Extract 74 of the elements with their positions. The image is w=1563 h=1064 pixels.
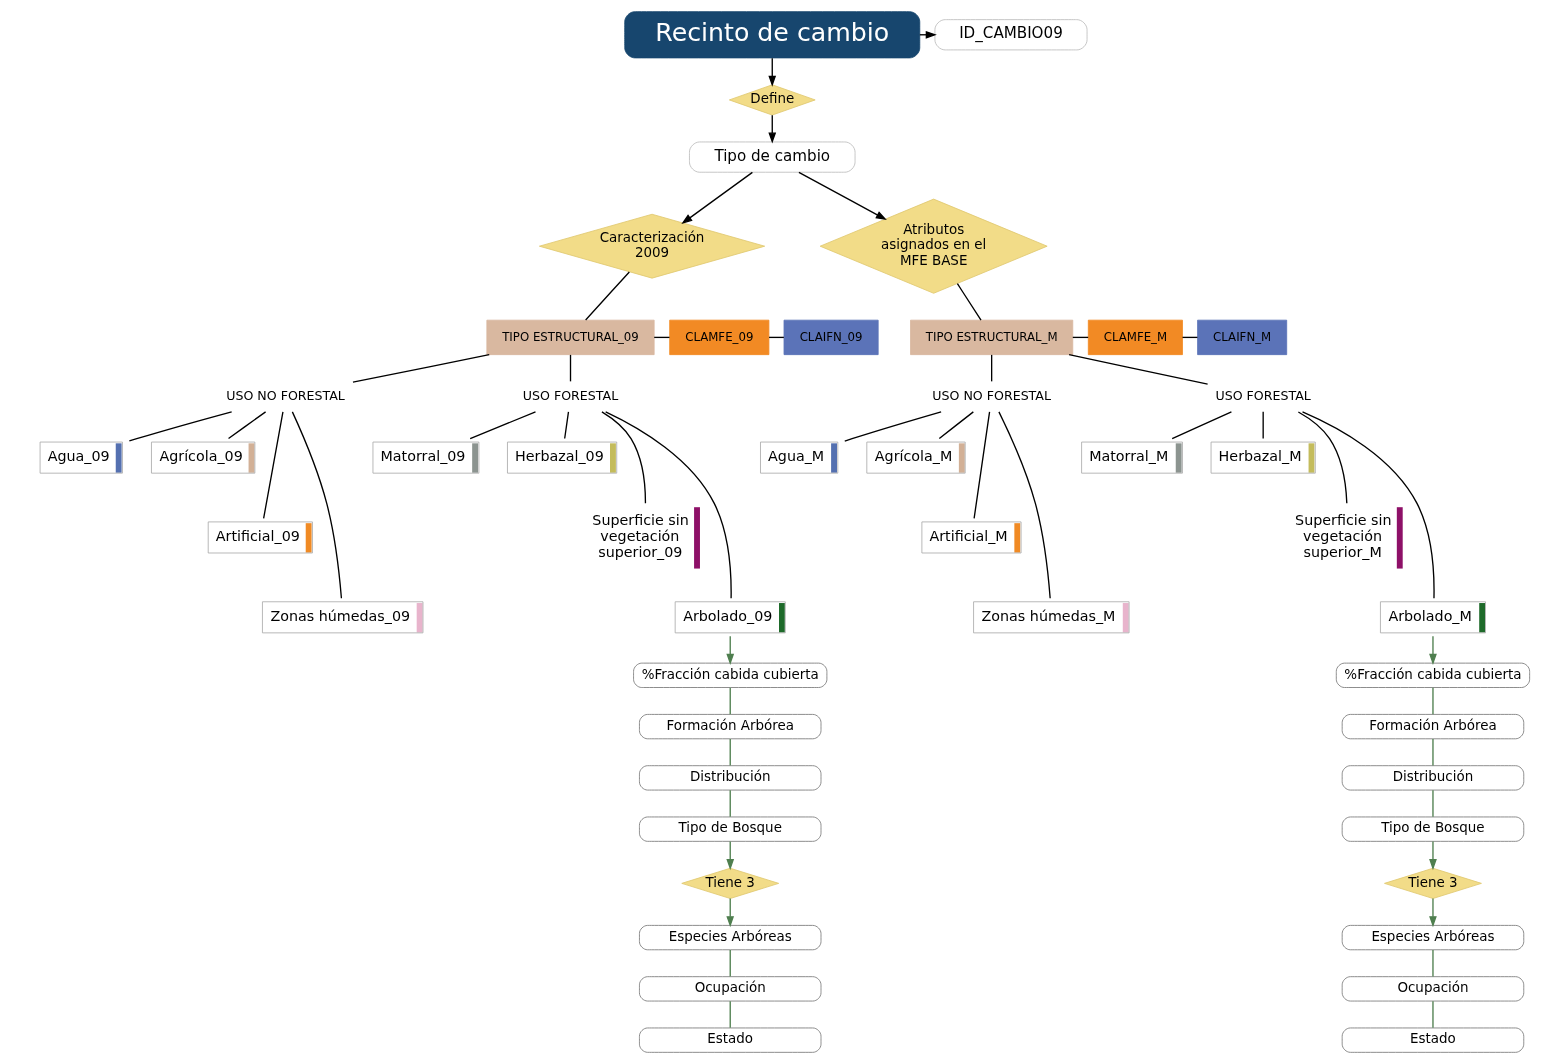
connector	[128, 411, 233, 442]
node-box: TIPO ESTRUCTURAL_M	[910, 319, 1074, 356]
connector	[973, 411, 991, 520]
node-box	[1396, 507, 1403, 569]
connector	[729, 687, 731, 715]
connector	[1432, 738, 1434, 767]
node-box: CLAMFE_M	[1087, 319, 1183, 356]
node-diamond: Tiene 3	[681, 867, 780, 899]
connector	[601, 411, 647, 504]
connector	[262, 411, 284, 520]
node-box	[694, 507, 700, 569]
connector	[844, 411, 942, 442]
connector	[998, 411, 1051, 599]
node-box: Distribución	[639, 765, 822, 791]
connector	[991, 354, 993, 383]
node-diamond: Define	[728, 84, 816, 116]
node-box: ID_CAMBIO09	[934, 19, 1088, 51]
node-box: TIPO ESTRUCTURAL_09	[486, 319, 655, 356]
node-box: Formación Arbórea	[1341, 714, 1525, 740]
connector	[569, 354, 572, 383]
connector	[469, 411, 537, 440]
connector	[1301, 411, 1435, 599]
connector	[1171, 411, 1233, 440]
arrow	[726, 897, 735, 928]
node-box: CLAIFN_09	[783, 319, 879, 356]
connector	[291, 411, 343, 599]
connector	[956, 283, 982, 321]
connector	[564, 411, 570, 440]
connector	[1297, 411, 1348, 504]
node-text: USO FORESTAL	[522, 387, 619, 403]
node-diamond: Atributos asignados en el MFE BASE	[819, 198, 1048, 294]
node-box: Estado	[639, 1027, 822, 1053]
node-text: USO NO FORESTAL	[226, 387, 345, 403]
node-box: Tipo de Bosque	[639, 816, 822, 842]
node-box: Especies Arbóreas	[639, 925, 822, 951]
connector	[729, 738, 731, 767]
connector	[1432, 789, 1434, 818]
node-box: Tipo de cambio	[689, 141, 856, 173]
connector	[729, 949, 731, 978]
node-box: CLAIFN_M	[1197, 319, 1288, 356]
node-label: Superficie sin vegetación superior_09	[592, 512, 689, 561]
arrow	[681, 171, 754, 225]
node-box: Ocupación	[1341, 976, 1525, 1002]
node-box: Ocupación	[639, 976, 822, 1002]
arrow	[798, 171, 887, 221]
connector	[1432, 687, 1434, 715]
node-box: Estado	[1341, 1027, 1525, 1053]
connector	[938, 411, 974, 440]
node-box: CLAMFE_09	[669, 319, 770, 356]
connector	[605, 411, 732, 599]
connector	[227, 411, 267, 440]
node-box: Distribución	[1341, 765, 1525, 791]
arrow	[726, 840, 735, 871]
node-label: Superficie sin vegetación superior_M	[1295, 512, 1392, 561]
node-diamond: Tiene 3	[1384, 867, 1482, 899]
connector	[352, 354, 490, 383]
arrow	[1429, 635, 1437, 665]
node-box: Recinto de cambio	[624, 11, 921, 59]
connector	[1068, 354, 1209, 385]
node-text: USO NO FORESTAL	[932, 387, 1051, 403]
connector	[1262, 411, 1264, 440]
arrow	[1429, 840, 1437, 871]
node-box: Tipo de Bosque	[1341, 816, 1525, 842]
arrow	[1429, 897, 1437, 928]
node-box: Especies Arbóreas	[1341, 925, 1525, 951]
node-box: Formación Arbórea	[639, 714, 822, 740]
node-text: USO FORESTAL	[1215, 387, 1311, 403]
connector	[584, 271, 630, 321]
connector	[729, 1000, 731, 1029]
node-box: %Fracción cabida cubierta	[1335, 662, 1531, 688]
connector	[1432, 949, 1434, 978]
connector	[1432, 1000, 1434, 1029]
connector	[729, 789, 731, 818]
node-box: %Fracción cabida cubierta	[633, 662, 828, 688]
